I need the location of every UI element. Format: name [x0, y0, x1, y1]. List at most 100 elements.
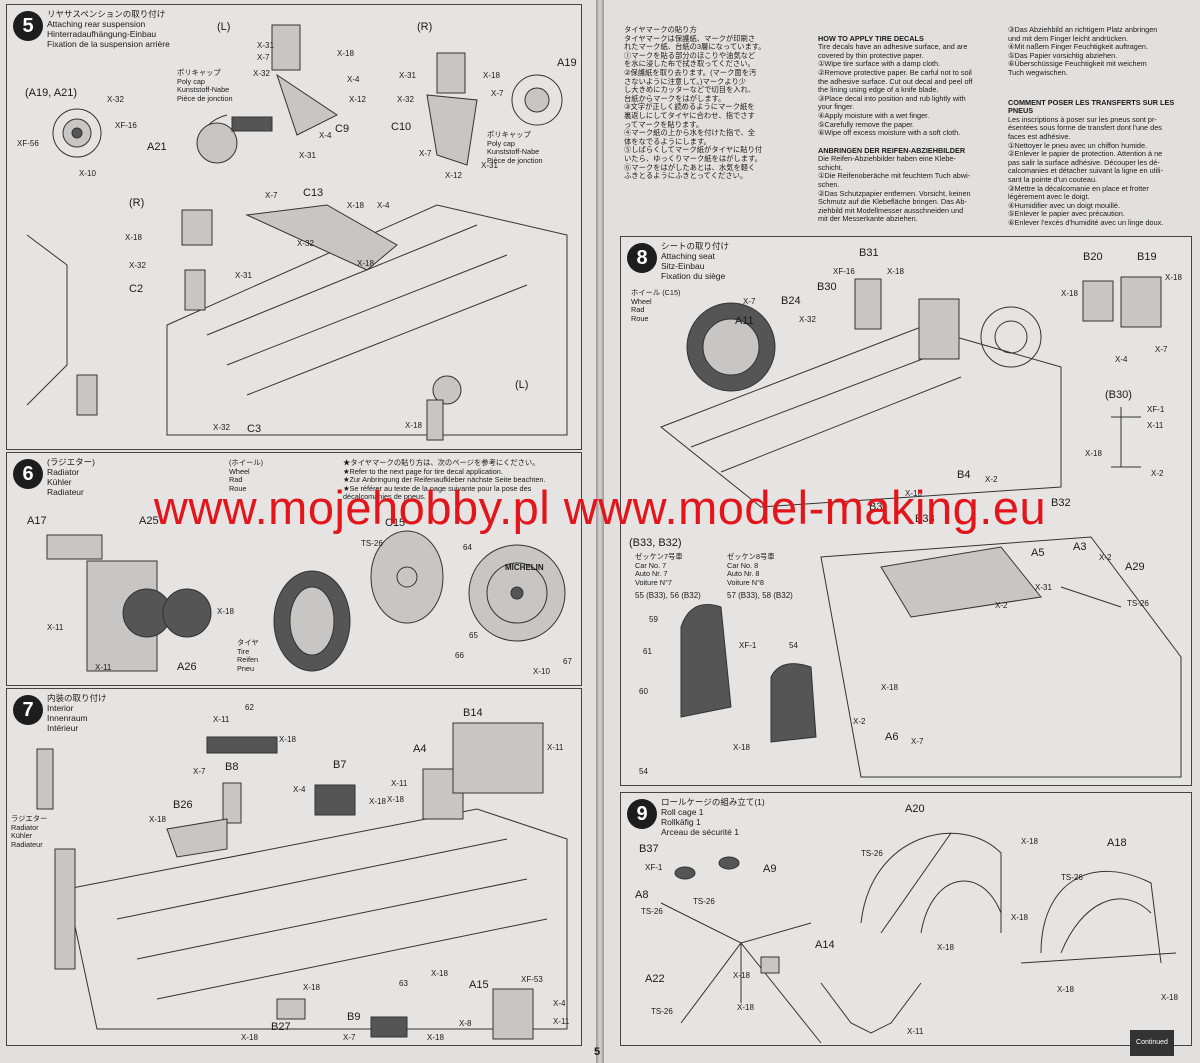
- label-b30-detail: (B30): [1105, 389, 1132, 401]
- label-x31d: X-31: [481, 161, 498, 170]
- label-x18: X-18: [733, 971, 750, 980]
- label-x12: X-12: [349, 95, 366, 104]
- label-x18f: X-18: [303, 983, 320, 992]
- label-x18e: X-18: [937, 943, 954, 952]
- label-a15: A15: [469, 979, 489, 991]
- step-9-caption: ロールケージの組み立て(1) Roll cage 1 Rollkäfig 1 A…: [661, 797, 765, 837]
- label-x32: X-32: [107, 95, 124, 104]
- label-c10: C10: [391, 121, 412, 133]
- label-x2e: X-2: [853, 717, 866, 726]
- label-b32: B32: [1051, 497, 1071, 509]
- label-x4: X-4: [1115, 355, 1128, 364]
- radiator-caption: ラジエター Radiator Kühler Radiateur: [11, 814, 48, 849]
- wheel-caption: (ホイール) Wheel Rad Roue: [229, 458, 264, 493]
- label-x32b: X-32: [253, 69, 270, 78]
- label-a21: A21: [147, 141, 167, 153]
- label-a9: A9: [763, 863, 777, 875]
- label-x32c: X-32: [397, 95, 414, 104]
- label-x32: X-32: [799, 315, 816, 324]
- label-x7b: X-7: [1155, 345, 1168, 354]
- label-61: 61: [643, 647, 652, 656]
- label-x2b: X-2: [985, 475, 998, 484]
- continued-badge: Continued: [1130, 1030, 1174, 1056]
- label-c13: C13: [303, 187, 324, 199]
- step-9-panel: 9 ロールケージの組み立て(1) Roll cage 1 Rollkäfig 1…: [620, 792, 1192, 1046]
- label-x2: X-2: [1151, 469, 1164, 478]
- label-x18f: X-18: [357, 259, 374, 268]
- decals-text-jp: タイヤマークの貼り方 タイヤマークは保護紙、マークが印刷さ れたマーク紙、台紙の…: [624, 25, 766, 181]
- label-r: (R): [417, 21, 433, 33]
- decals-body-fr: Les inscriptions à poser sur les pneus s…: [1008, 114, 1164, 227]
- label-x2c: X-2: [1099, 553, 1112, 562]
- label-x18g: X-18: [1161, 993, 1178, 1002]
- label-x4b: X-4: [553, 999, 566, 1008]
- label-x11b: X-11: [95, 663, 112, 672]
- label-ts26b: TS-26: [641, 907, 663, 916]
- label-x31c: X-31: [399, 71, 416, 80]
- label-xf1: XF-1: [645, 863, 663, 872]
- label-x18g: X-18: [881, 683, 898, 692]
- label-x8: X-8: [459, 1019, 472, 1028]
- label-x32e: X-32: [129, 261, 146, 270]
- label-67: 67: [563, 657, 572, 666]
- label-x18f: X-18: [733, 743, 750, 752]
- label-ts26e: TS-26: [1061, 873, 1083, 882]
- label-x10: X-10: [79, 169, 96, 178]
- label-x11b: X-11: [547, 743, 564, 752]
- label-x7c: X-7: [491, 89, 504, 98]
- label-l: (L): [217, 21, 231, 33]
- label-x18e: X-18: [125, 233, 142, 242]
- label-x18f: X-18: [1057, 985, 1074, 994]
- label-a3: A3: [1073, 541, 1087, 553]
- step-5-caption: リヤサスペンションの取り付け Attaching rear suspension…: [47, 9, 170, 49]
- label-a22: A22: [645, 973, 665, 985]
- label-ts26d: TS-26: [861, 849, 883, 858]
- step-5-number: 5: [13, 11, 43, 41]
- label-b20: B20: [1083, 251, 1103, 263]
- label-xf16: XF-16: [115, 121, 137, 130]
- step-6-caption: (ラジエター) Radiator Kühler Radiateur: [47, 457, 95, 497]
- label-x11: X-11: [47, 623, 64, 632]
- label-b3: B3: [869, 501, 883, 513]
- decals-body-en: Tire decals have an adhesive surface, an…: [818, 42, 973, 138]
- label-x11: X-11: [907, 1027, 924, 1036]
- label-x18c: X-18: [1165, 273, 1182, 282]
- label-x18e: X-18: [905, 489, 922, 498]
- label-x31e: X-31: [235, 271, 252, 280]
- label-a14: A14: [815, 939, 835, 951]
- label-x18d: X-18: [1011, 913, 1028, 922]
- label-x18c: X-18: [387, 795, 404, 804]
- label-60: 60: [639, 687, 648, 696]
- label-x18b: X-18: [1061, 289, 1078, 298]
- label-c9: C9: [335, 123, 350, 135]
- label-b8: B8: [225, 761, 239, 773]
- watermark: www.mojehobby.pl www.model-making.eu: [153, 481, 1047, 534]
- label-x11: X-11: [1147, 421, 1164, 430]
- label-62: 62: [245, 703, 254, 712]
- decals-title-de: ANBRINGEN DER REIFEN-ABZIEHBILDER: [818, 145, 966, 155]
- step-6-illustration: [46, 530, 566, 672]
- label-x11c: X-11: [391, 779, 408, 788]
- label-x18h: X-18: [427, 1033, 444, 1042]
- label-x4: X-4: [293, 785, 306, 794]
- label-x7: X-7: [257, 53, 270, 62]
- label-x18d: X-18: [1085, 449, 1102, 458]
- label-a8: A8: [635, 889, 649, 901]
- label-x4c: X-4: [377, 201, 390, 210]
- label-b37: B37: [639, 843, 659, 855]
- label-xf1b: XF-1: [739, 641, 757, 650]
- label-b31: B31: [859, 247, 879, 259]
- label-x7: X-7: [743, 297, 756, 306]
- label-x18g: X-18: [405, 421, 422, 430]
- car-no8-decals: 57 (B33), 58 (B32): [727, 591, 793, 600]
- step-9-illustration: [660, 832, 1177, 1044]
- label-a20: A20: [905, 803, 925, 815]
- label-a11: A11: [735, 315, 754, 327]
- label-63: 63: [399, 979, 408, 988]
- label-x18b: X-18: [737, 1003, 754, 1012]
- decals-body-de: Die Reifen-Abziehbilder haben eine Klebe…: [818, 154, 971, 224]
- label-x7d: X-7: [419, 149, 432, 158]
- label-a18: A18: [1107, 837, 1127, 849]
- label-x2d: X-2: [995, 601, 1008, 610]
